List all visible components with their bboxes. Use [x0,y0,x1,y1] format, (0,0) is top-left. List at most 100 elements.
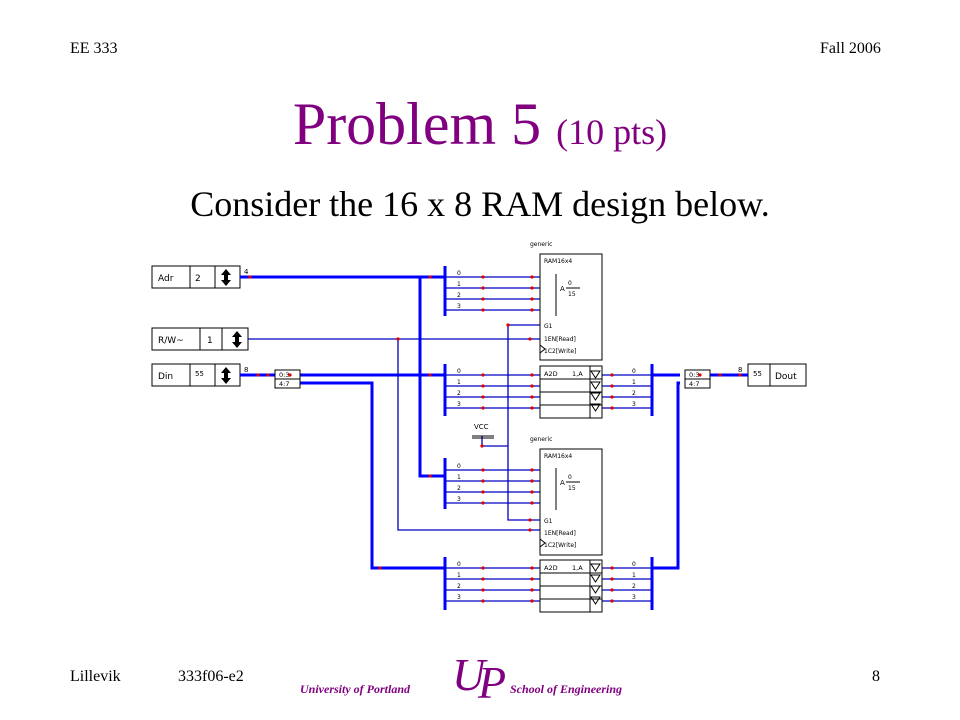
tristate-icon [590,596,601,605]
node [266,373,270,377]
node [428,373,432,377]
ram-chip-top: generic RAM16x4 0 A 15 G1 1EN[Read] 1C2[… [530,241,603,419]
course-label: EE 333 [70,40,118,57]
pin-label: 3 [457,496,461,503]
svg-text:4:7: 4:7 [279,380,289,388]
pin-label: 2 [632,390,636,397]
page-number: 8 [872,668,880,685]
node [528,337,532,341]
svg-text:1C2[Write]: 1C2[Write] [544,348,576,355]
node [481,588,485,592]
pin-label: 0 [457,561,461,568]
svg-text:A: A [560,285,565,293]
tristate-icon [590,585,601,594]
svg-text:generic: generic [530,436,552,443]
node [610,373,614,377]
vcc-label: VCC [474,423,489,431]
down-arrow-icon [232,337,242,348]
node [610,599,614,603]
node [481,373,485,377]
tristate-icon [590,563,601,572]
svg-text:1,A: 1,A [572,564,583,572]
node [610,577,614,581]
university-name: University of Portland [300,682,410,696]
rw-value: 1 [207,336,213,346]
node [506,323,510,327]
svg-text:1EN[Read]: 1EN[Read] [544,530,576,537]
node [428,474,432,478]
din-bus-width: 8 [244,366,248,374]
pin-label: 3 [632,401,636,408]
down-arrow-icon [221,275,231,286]
node [610,566,614,570]
svg-text:0:3: 0:3 [689,371,699,379]
adr-label: Adr [158,274,174,284]
pin-label: 3 [457,303,461,310]
pin-label: 0 [632,561,636,568]
control-wires [248,324,540,531]
node [530,599,534,603]
svg-text:G1: G1 [544,323,553,330]
node [480,444,484,448]
svg-text:1C2[Write]: 1C2[Write] [544,542,576,549]
author-label: Lillevik [70,668,121,685]
node [378,566,382,570]
pin-label: 1 [457,474,461,481]
term-label: Fall 2006 [820,40,881,57]
node [610,384,614,388]
node [481,395,485,399]
down-arrow-icon [221,373,231,384]
logo-u: U [452,649,486,700]
pin-label: 3 [457,401,461,408]
node [738,373,742,377]
node [528,518,532,522]
node [481,297,485,301]
svg-text:15: 15 [568,291,576,298]
rw-label: R/W~ [158,336,184,346]
pin-label: 1 [457,379,461,386]
din-splitter: 0:3 4:7 [274,369,301,389]
svg-text:0: 0 [568,474,572,481]
node [530,501,534,505]
node [481,286,485,290]
school-name: School of Engineering [510,682,623,696]
pin-label: 1 [632,379,636,386]
connection-nodes [248,275,742,603]
dout-label: Dout [775,372,797,382]
node [248,275,252,279]
tristate-icon [590,574,601,583]
svg-text:1,A: 1,A [572,370,583,378]
dout-bus-width: 8 [738,366,742,374]
pin-label: 2 [457,485,461,492]
node [530,479,534,483]
node [481,479,485,483]
slide-title: Problem 5 (10 pts) [0,88,960,168]
node [481,599,485,603]
svg-text:4:7: 4:7 [689,380,699,388]
svg-text:G1: G1 [544,518,553,525]
pin-label: 0 [457,270,461,277]
node [396,337,400,341]
buses [240,266,748,610]
svg-text:A: A [560,479,565,487]
node [481,501,485,505]
up-arrow-icon [221,269,231,280]
pin-label: 3 [632,594,636,601]
node [610,406,614,410]
svg-text:0: 0 [568,280,572,287]
node [610,395,614,399]
vcc-symbol [472,435,494,439]
pin-label: 2 [457,292,461,299]
node [530,468,534,472]
din-label: Din [158,372,173,382]
node [530,275,534,279]
svg-text:A2D: A2D [544,564,558,572]
pin-label: 0 [632,368,636,375]
node [481,490,485,494]
node [528,528,532,532]
svg-text:1EN[Read]: 1EN[Read] [544,336,576,343]
node [481,566,485,570]
node [530,566,534,570]
node [530,406,534,410]
